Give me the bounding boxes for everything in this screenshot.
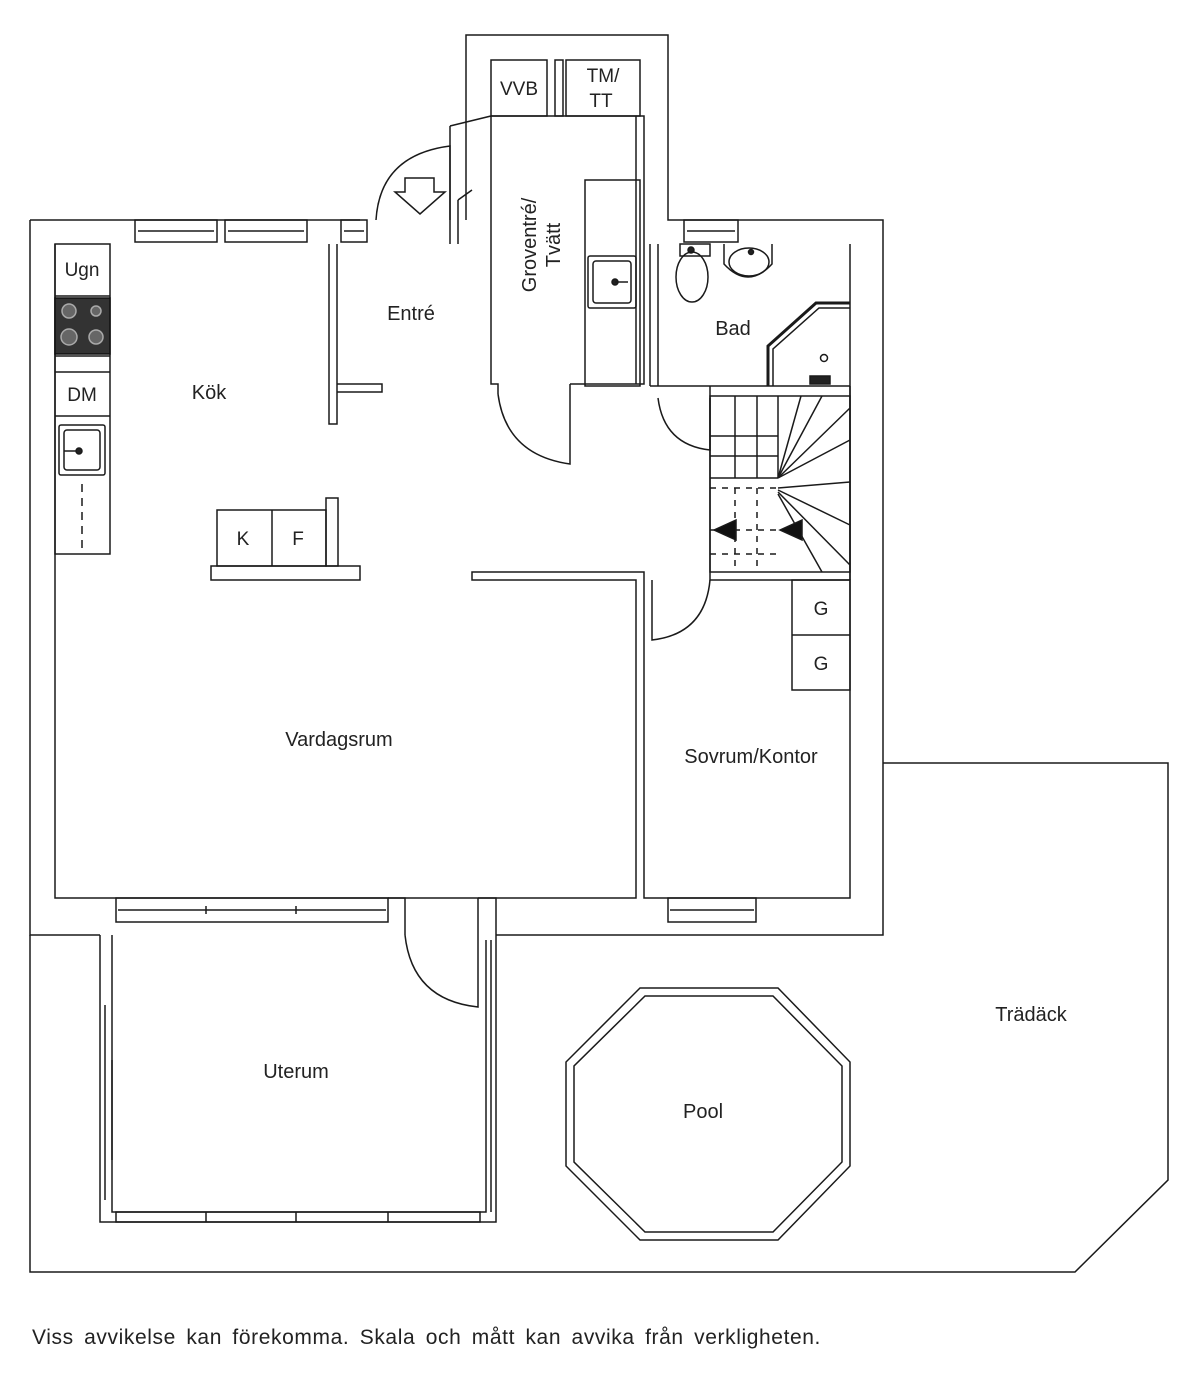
- fixture-label-tm: TM/: [587, 66, 620, 87]
- fixture-label-ugn: Ugn: [65, 260, 100, 281]
- fixture-label-g2: G: [814, 654, 829, 675]
- room-label-tvatt: Tvätt: [543, 222, 565, 267]
- laundry-appliances: [490, 59, 641, 117]
- staircase: [709, 395, 851, 573]
- room-label-vardagsrum: Vardagsrum: [285, 729, 392, 751]
- laundry-walls: [449, 115, 645, 394]
- entrance-arrow-icon: [393, 177, 447, 215]
- bedroom-door: [651, 579, 711, 641]
- room-label-entre: Entré: [387, 303, 435, 325]
- pool-outline: [565, 987, 851, 1241]
- room-label-pool: Pool: [683, 1101, 723, 1123]
- room-label-tradack: Trädäck: [995, 1004, 1068, 1026]
- room-label-bad: Bad: [715, 318, 751, 340]
- living-wall-stubs: [388, 897, 497, 935]
- room-label-kok: Kök: [192, 382, 227, 404]
- stove-icon: [54, 297, 111, 355]
- sunroom-door: [404, 934, 479, 1008]
- laundry-counter: [584, 179, 641, 387]
- stair-arrow-icon: [778, 518, 803, 542]
- bath-walls: [649, 244, 851, 580]
- entre-walls: [328, 126, 459, 425]
- fixture-label-vvb: VVB: [500, 79, 538, 100]
- bottom-windows: [115, 897, 757, 923]
- fixture-label-g1: G: [814, 599, 829, 620]
- top-windows: [134, 219, 739, 243]
- house-outer-wall: [29, 34, 884, 936]
- deck-outline: [29, 762, 1169, 1273]
- stair-arrow-icon: [712, 518, 737, 542]
- fixture-label-f: F: [292, 529, 304, 550]
- room-label-sovrum: Sovrum/Kontor: [684, 746, 818, 768]
- sunroom-walls: [99, 935, 497, 1223]
- kitchen-counter: [54, 243, 111, 555]
- kitchen-sink-icon: [58, 424, 106, 476]
- wardrobes: [791, 579, 851, 691]
- kitchen-island: [210, 497, 361, 581]
- fixture-label-tt: TT: [589, 91, 613, 112]
- washbasin-icon: [723, 244, 773, 278]
- toilet-icon: [675, 243, 711, 303]
- laundry-door: [497, 393, 571, 465]
- entrance-door: [375, 145, 451, 221]
- disclaimer-text: Viss avvikelse kan förekomma. Skala och …: [32, 1326, 821, 1349]
- room-label-groventre: Groventré/: [519, 197, 541, 292]
- room-label-uterum: Uterum: [263, 1061, 329, 1083]
- bath-door: [657, 397, 711, 451]
- fixture-label-dm: DM: [67, 385, 97, 406]
- fixture-label-k: K: [237, 529, 250, 550]
- house-inner-wall: [54, 244, 851, 899]
- shower-icon: [766, 301, 850, 386]
